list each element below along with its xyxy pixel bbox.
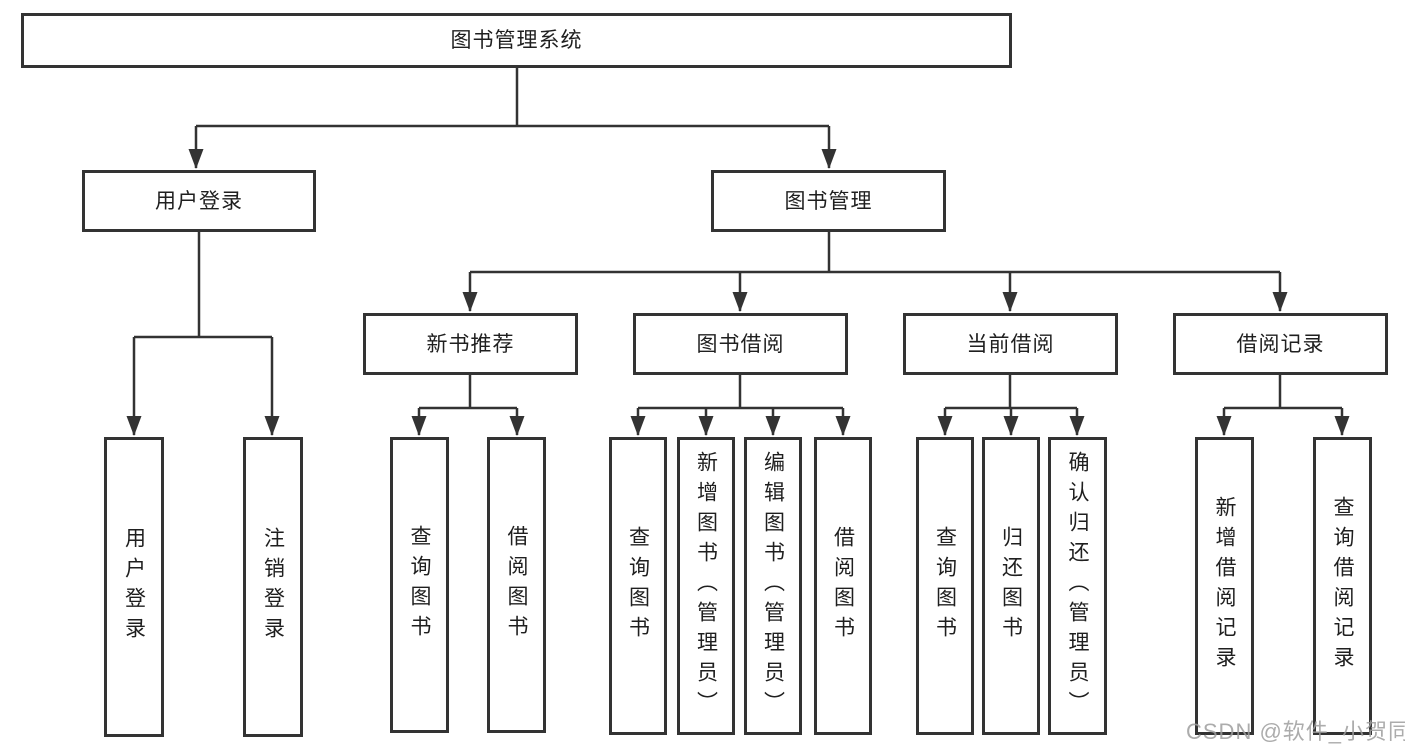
node-label: 查询图书: [626, 526, 650, 646]
leaf-confirm-return-admin: 确认归还（管理员）: [1048, 437, 1107, 735]
node-label: 借阅图书: [505, 525, 528, 645]
node-book-borrow: 图书借阅: [633, 313, 848, 375]
leaf-query-books-current: 查询图书: [916, 437, 974, 735]
watermark-text: CSDN @软件_小贺同学: [1186, 719, 1405, 744]
leaf-edit-book-admin: 编辑图书（管理员）: [744, 437, 802, 735]
node-label: 查询图书: [408, 525, 431, 645]
node-label: 图书借阅: [696, 332, 785, 356]
node-label: 查询借阅记录: [1331, 496, 1354, 676]
leaf-query-borrow-record: 查询借阅记录: [1313, 437, 1372, 735]
node-label: 确认归还（管理员）: [1066, 451, 1089, 721]
node-label: 借阅记录: [1236, 332, 1325, 356]
leaf-borrow-books-recommend: 借阅图书: [487, 437, 546, 733]
node-label: 借阅图书: [831, 526, 855, 646]
node-user-login: 用户登录: [82, 170, 316, 232]
node-label: 注销登录: [261, 527, 285, 647]
leaf-borrow-books: 借阅图书: [814, 437, 872, 735]
node-label: 新增借阅记录: [1213, 496, 1236, 676]
node-label: 用户登录: [122, 527, 146, 647]
node-label: 编辑图书（管理员）: [761, 451, 785, 721]
node-library-system: 图书管理系统: [21, 13, 1012, 68]
node-borrow-records: 借阅记录: [1173, 313, 1388, 375]
node-label: 当前借阅: [966, 332, 1055, 356]
node-label: 图书管理系统: [450, 29, 583, 52]
node-label: 新书推荐: [426, 332, 515, 356]
leaf-query-books-borrow: 查询图书: [609, 437, 667, 735]
leaf-logout: 注销登录: [243, 437, 303, 737]
leaf-query-books-recommend: 查询图书: [390, 437, 449, 733]
leaf-user-login: 用户登录: [104, 437, 164, 737]
node-new-book-recommend: 新书推荐: [363, 313, 578, 375]
leaf-add-book-admin: 新增图书（管理员）: [677, 437, 735, 735]
node-label: 图书管理: [784, 189, 873, 213]
node-current-borrow: 当前借阅: [903, 313, 1118, 375]
node-label: 用户登录: [155, 189, 243, 213]
node-book-management: 图书管理: [711, 170, 946, 232]
leaf-return-book: 归还图书: [982, 437, 1040, 735]
node-label: 归还图书: [999, 526, 1023, 646]
node-label: 查询图书: [933, 526, 957, 646]
leaf-add-borrow-record: 新增借阅记录: [1195, 437, 1254, 735]
node-label: 新增图书（管理员）: [694, 451, 718, 721]
